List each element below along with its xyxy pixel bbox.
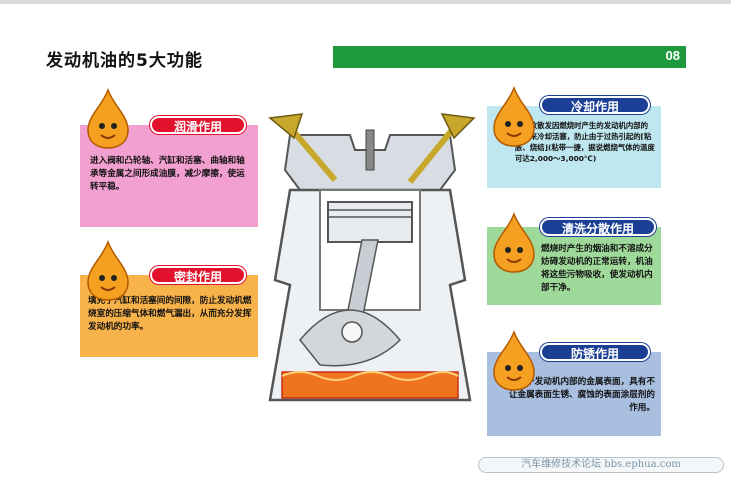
page-header-bar: 08 (333, 46, 686, 68)
forum-watermark: 汽车维修技术论坛 bbs.ephua.com (478, 457, 724, 473)
cooling-text: 以吸收散发因燃烧时产生的发动机内部的热量来冷却活塞，防止由于过热引起的⌈粘胀、烧… (515, 121, 655, 163)
page-number: 08 (665, 48, 680, 63)
sealing-text: 填充于汽缸和活塞间的间隙，防止发动机燃烧室的压缩气体和燃气漏出，从而充分发挥发动… (88, 296, 252, 332)
oil-drop-mascot-icon (493, 212, 535, 273)
rust-prevention-label: 防锈作用 (540, 343, 650, 361)
cleaning-label: 清洗分散作用 (540, 218, 656, 236)
sealing-label: 密封作用 (150, 266, 246, 284)
right-valve (407, 113, 476, 184)
page-title: 发动机油的5大功能 (46, 51, 203, 71)
lubrication-text: 进入阀和凸轮轴、汽缸和活塞、曲轴和轴承等金属之间形成油膜，减少摩擦，使运转平稳。 (90, 156, 245, 192)
engine-cross-section-illustration (268, 113, 476, 402)
oil-drop-mascot-icon (493, 330, 535, 391)
top-border (0, 0, 731, 4)
cleaning-text: 燃烧时产生的烟油和不溶成分妨碍发动机的正常运转，机油将这些污物吸收，使发动机内部… (541, 244, 653, 293)
oil-drop-mascot-icon (87, 88, 129, 149)
rust-prevention-text: 附着于发动机内部的金属表面，具有不让金属表面生锈、腐蚀的表面涂层剂的作用。 (508, 377, 655, 413)
oil-drop-mascot-icon (87, 240, 129, 301)
cooling-info-box: 以吸收散发因燃烧时产生的发动机内部的热量来冷却活塞，防止由于过热引起的⌈粘胀、烧… (487, 106, 661, 188)
left-valve (268, 113, 338, 182)
cooling-label: 冷却作用 (540, 96, 650, 114)
oil-drop-mascot-icon (493, 86, 535, 147)
lubrication-label: 润滑作用 (150, 116, 246, 134)
